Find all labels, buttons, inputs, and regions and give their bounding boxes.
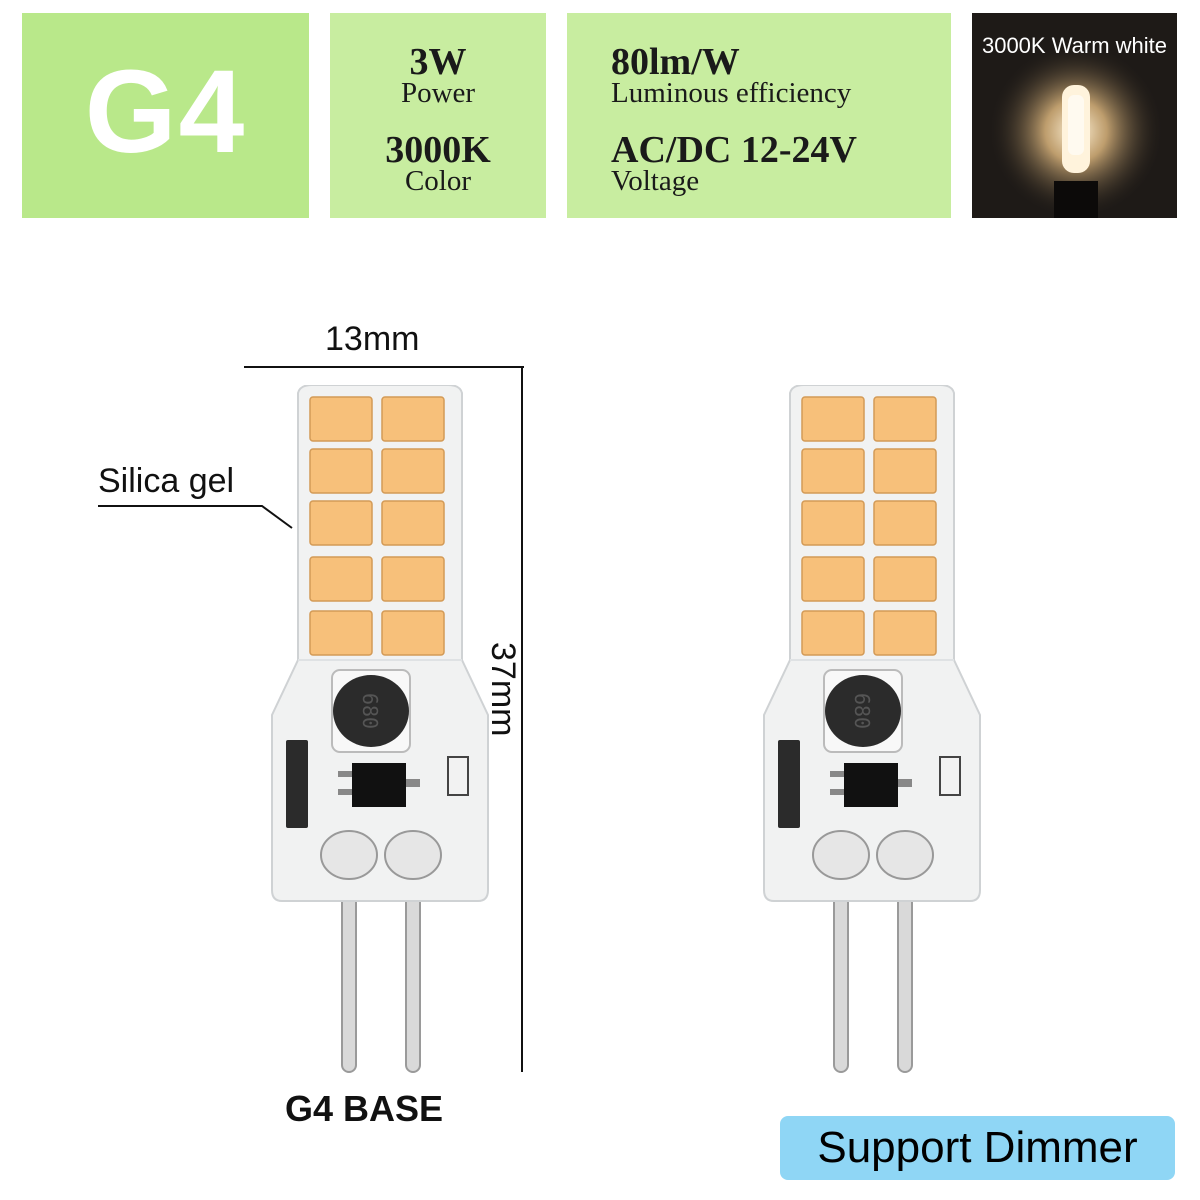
base-type-panel: G4 (22, 13, 309, 218)
voltage-value: AC/DC 12-24V (611, 129, 857, 171)
power-color-panel: 3W Power 3000K Color (330, 13, 546, 218)
color-value: 3000K (385, 129, 491, 171)
power-label: Power (400, 77, 476, 109)
power-value: 3W (409, 41, 467, 83)
right-g4-bulb: 680 (763, 385, 981, 1073)
support-dimmer-badge: Support Dimmer (780, 1116, 1175, 1180)
inductor-marking: 680 (358, 693, 382, 729)
left-g4-bulb: 680 (271, 385, 489, 1073)
support-dimmer-label: Support Dimmer (817, 1123, 1138, 1172)
g4-base-label: G4 BASE (285, 1088, 444, 1129)
width-dimension-label: 13mm (325, 320, 420, 358)
efficiency-label: Luminous efficiency (611, 77, 852, 109)
lit-bulb-illustration (988, 43, 1164, 218)
silica-gel-label: Silica gel (98, 462, 235, 500)
base-type-title: G4 (84, 46, 247, 178)
warm-white-photo: 3000K Warm white (972, 13, 1177, 218)
voltage-label: Voltage (611, 165, 700, 197)
efficiency-value: 80lm/W (611, 41, 740, 83)
color-label: Color (404, 165, 472, 197)
photo-caption: 3000K Warm white (981, 33, 1168, 58)
inductor-marking: 680 (850, 693, 874, 729)
efficiency-voltage-panel: 80lm/W Luminous efficiency AC/DC 12-24V … (567, 13, 951, 218)
